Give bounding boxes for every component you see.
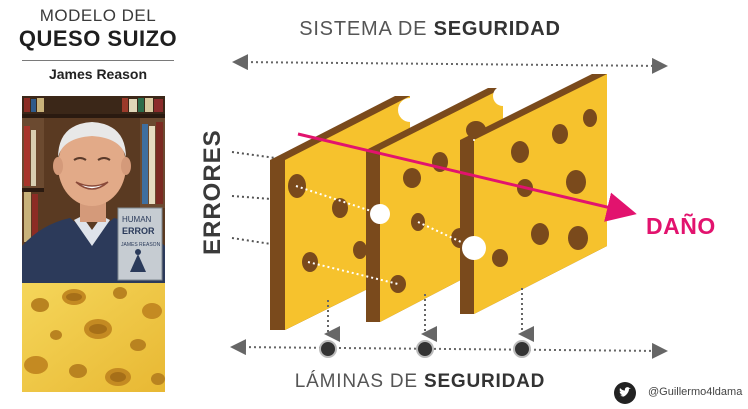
author-name: James Reason: [48, 66, 148, 82]
layer-node-1: [319, 340, 337, 358]
book-author: JAMES REASON: [121, 242, 161, 248]
system-title: SISTEMA DE SEGURIDAD: [240, 18, 620, 41]
layer-node-3: [513, 340, 531, 358]
hole-path-3: [417, 221, 475, 249]
hole-path-2: [307, 261, 399, 285]
errors-label: ERRORES: [199, 129, 226, 255]
layer-node-2: [416, 340, 434, 358]
system-title-bold: SEGURIDAD: [433, 18, 561, 40]
system-title-prefix: SISTEMA DE: [299, 18, 434, 40]
book-title-1: HUMAN: [122, 215, 152, 224]
error-line-3: [231, 237, 285, 247]
author-handle[interactable]: @Guillermo4ldama: [648, 386, 743, 398]
swiss-cheese-photo: [22, 283, 165, 392]
damage-label: DAÑO: [646, 213, 716, 239]
layers-title-prefix: LÁMINAS DE: [294, 371, 424, 392]
errors-label-container: ERRORES: [199, 129, 226, 255]
layers-title-bold: SEGURIDAD: [423, 371, 546, 392]
title-line-1: MODELO DEL: [39, 6, 157, 25]
portrait-photo: HUMAN ERROR JAMES REASON: [22, 96, 165, 283]
layers-span-arrow: [230, 339, 668, 359]
damage-trajectory-arrow: [297, 132, 637, 222]
error-line-2: [231, 195, 285, 201]
system-span-arrow: [232, 54, 668, 74]
book-title-2: ERROR: [122, 226, 155, 236]
title-divider: [22, 60, 174, 61]
twitter-icon: [614, 382, 636, 404]
layers-title: LÁMINAS DE SEGURIDAD: [230, 371, 610, 393]
cheese-slice-3: [460, 74, 607, 314]
title-line-2: QUESO SUIZO: [18, 26, 178, 51]
